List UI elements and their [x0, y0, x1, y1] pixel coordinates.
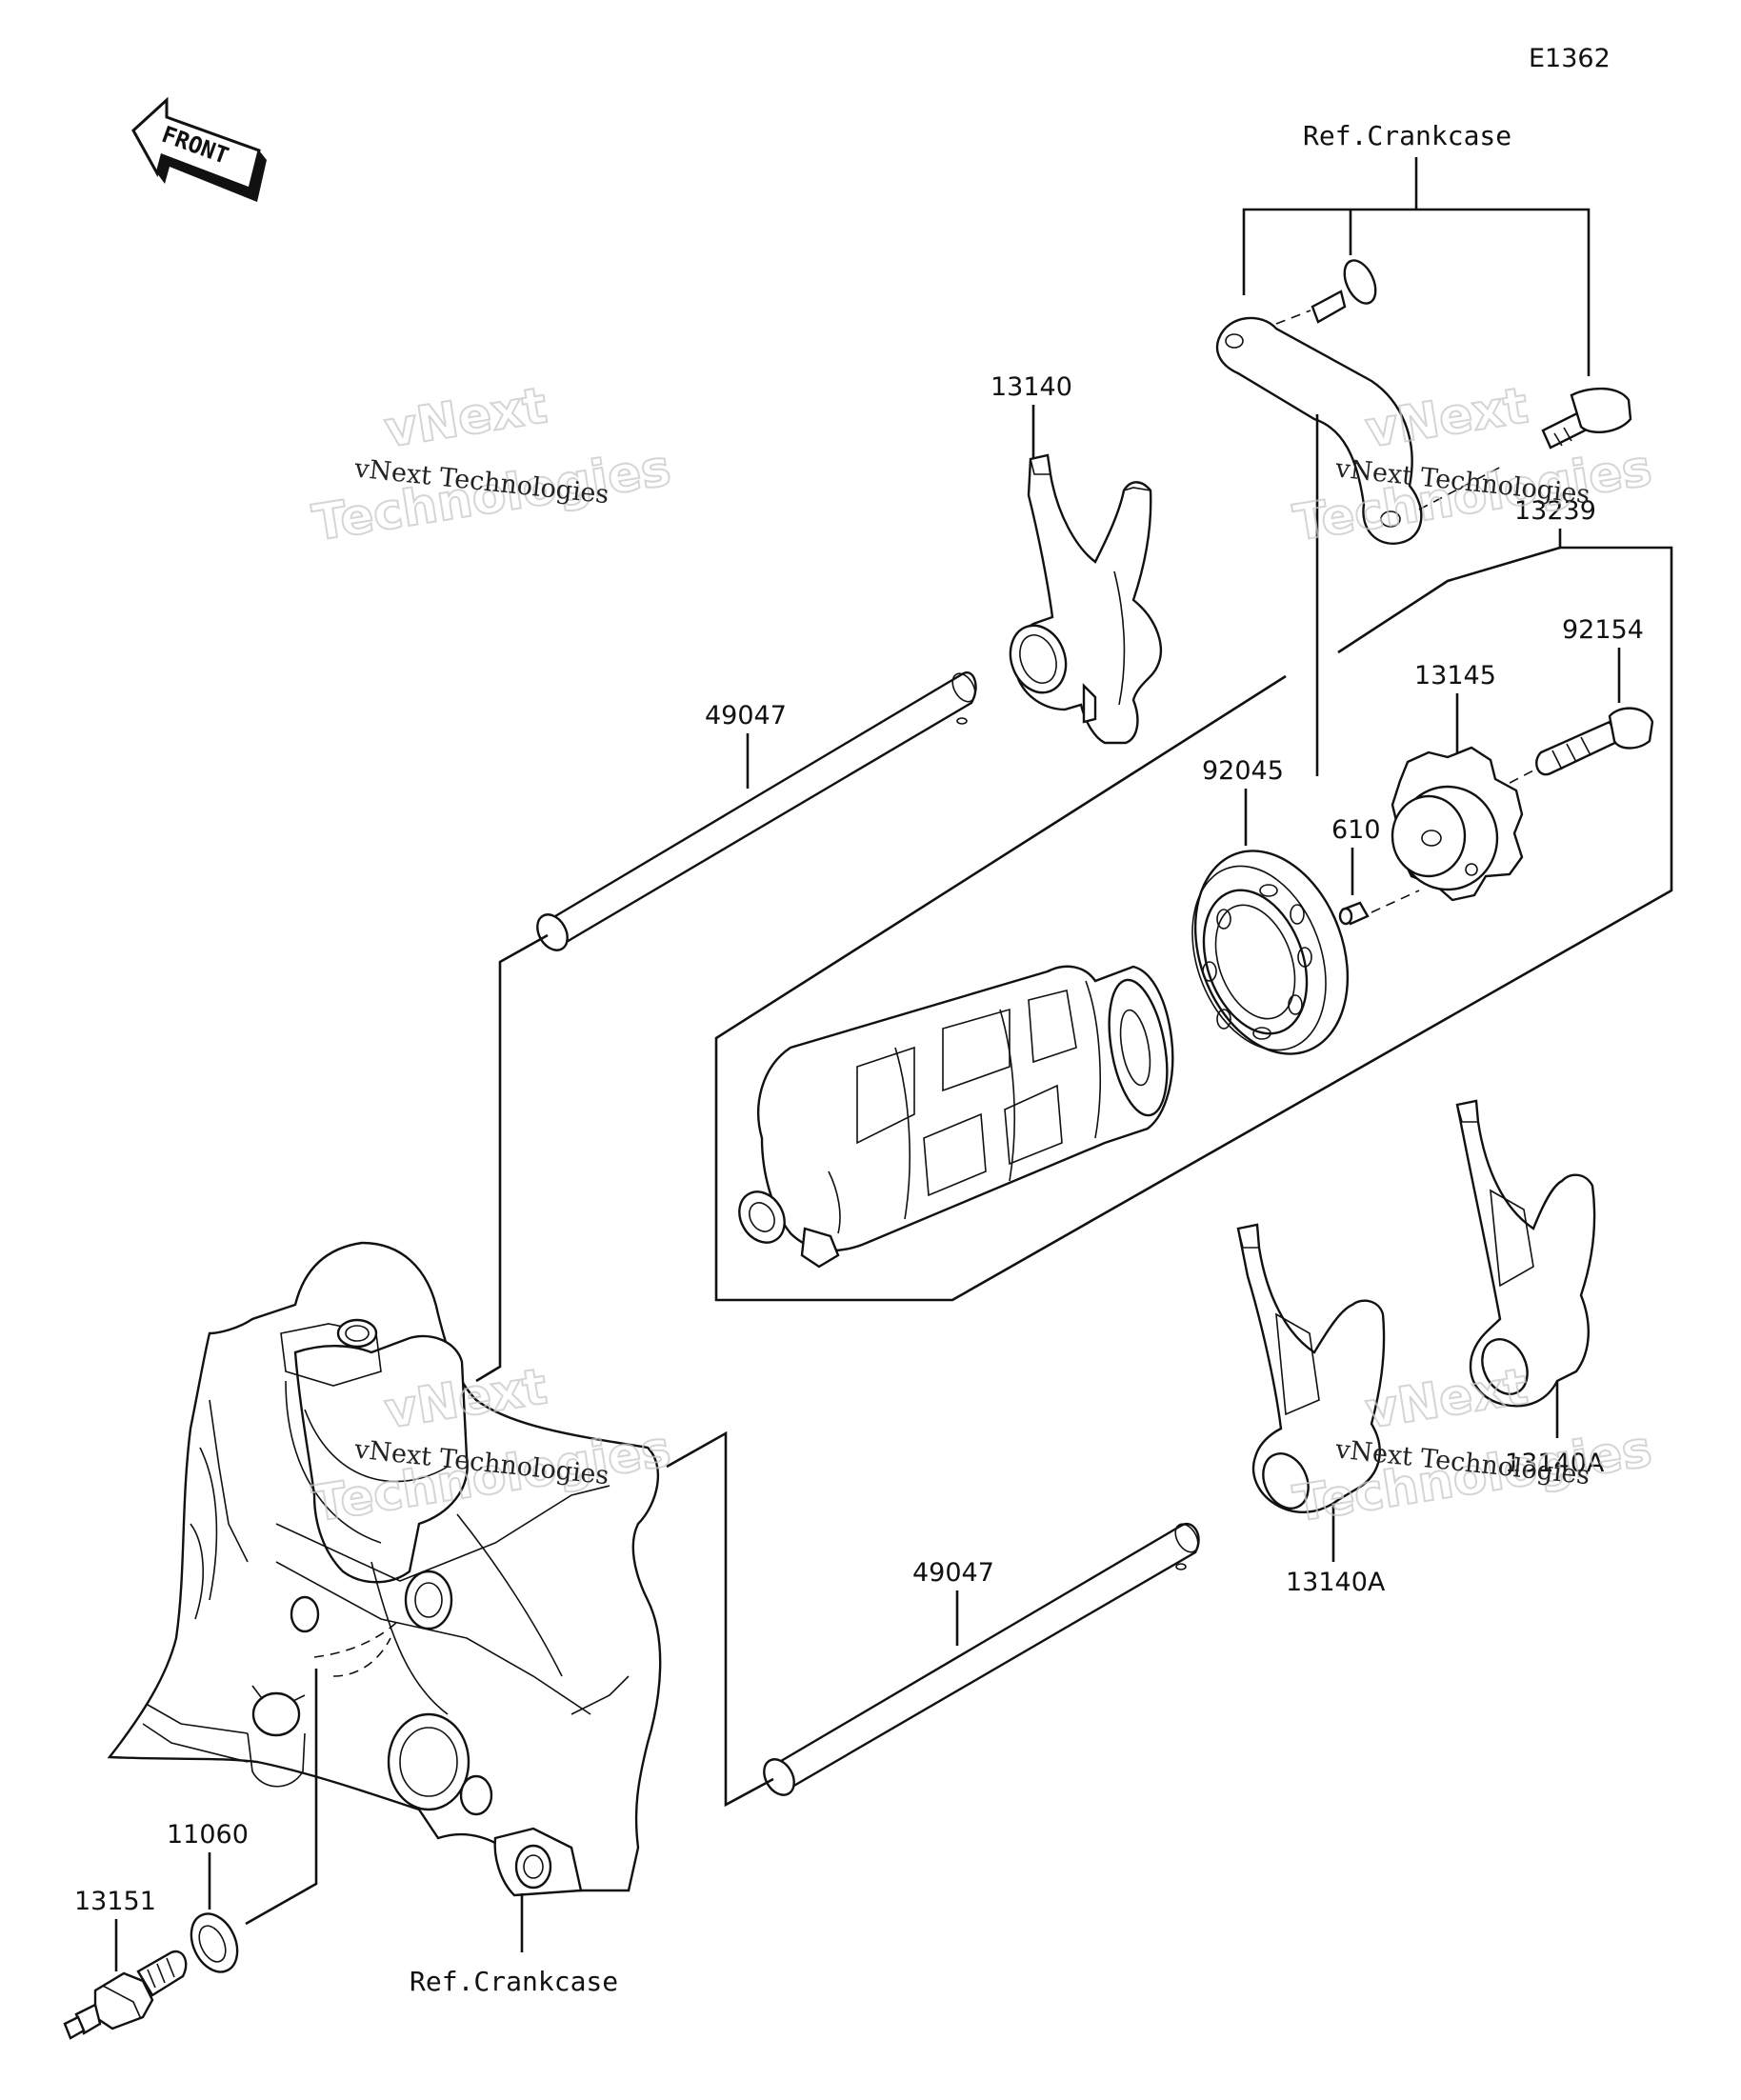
- label-49047-lower: 49047: [912, 1558, 994, 1588]
- svg-text:vNext: vNext: [1362, 377, 1531, 459]
- crankcase-section-icon: [107, 1241, 662, 1897]
- svg-text:vNext: vNext: [381, 377, 550, 459]
- shift-drum-cam-13145: [1391, 746, 1524, 902]
- leader-shaft-to-crankcase: [475, 933, 549, 1383]
- label-13140A-left: 13140A: [1286, 1568, 1386, 1597]
- shift-rod-49047-upper: [536, 671, 977, 951]
- shift-fork-13140: [1009, 453, 1162, 745]
- label-92154: 92154: [1562, 615, 1644, 645]
- washer-11060-icon: [190, 1912, 239, 1973]
- front-arrow-icon: FRONT: [131, 96, 267, 202]
- bearing-92045-icon: [1191, 850, 1350, 1055]
- label-13151: 13151: [74, 1887, 156, 1916]
- leader-crankcase-to-switch: [245, 1669, 318, 1926]
- watermark-top-left: vNext Technologies vNext Technologies: [308, 376, 675, 553]
- shift-drum-icon: [738, 965, 1174, 1269]
- leader-lower-shaft-to-crankcase: [666, 1430, 774, 1808]
- label-92045: 92045: [1202, 756, 1284, 786]
- crankcase-bolt-icon: [1275, 259, 1377, 325]
- dowel-pin-610-icon: [1338, 890, 1420, 926]
- shift-rod-49047-lower: [763, 1522, 1200, 1796]
- label-13140A-right: 13140A: [1505, 1449, 1605, 1478]
- label-610: 610: [1331, 815, 1381, 845]
- shift-fork-13140A-left: [1236, 1223, 1386, 1513]
- crankcase-bolt-right-icon: [1541, 387, 1632, 450]
- shift-drum-assembly-outline: [714, 414, 1673, 1302]
- label-49047-upper: 49047: [705, 701, 787, 730]
- ref-crankcase-top-bracket: [1242, 157, 1591, 376]
- diagram-code: E1362: [1529, 44, 1611, 73]
- label-11060: 11060: [167, 1820, 249, 1850]
- ref-crankcase-bottom: Ref.Crankcase: [410, 1966, 618, 1997]
- label-13140: 13140: [991, 372, 1072, 402]
- neutral-switch-13151-icon: [63, 1950, 188, 2040]
- label-13239: 13239: [1514, 496, 1596, 526]
- label-13145: 13145: [1414, 661, 1496, 690]
- shift-fork-13140A-right: [1455, 1099, 1596, 1408]
- svg-text:vNext: vNext: [1362, 1358, 1531, 1440]
- cam-bolt-92154-icon: [1494, 707, 1654, 791]
- ref-crankcase-top: Ref.Crankcase: [1303, 120, 1511, 151]
